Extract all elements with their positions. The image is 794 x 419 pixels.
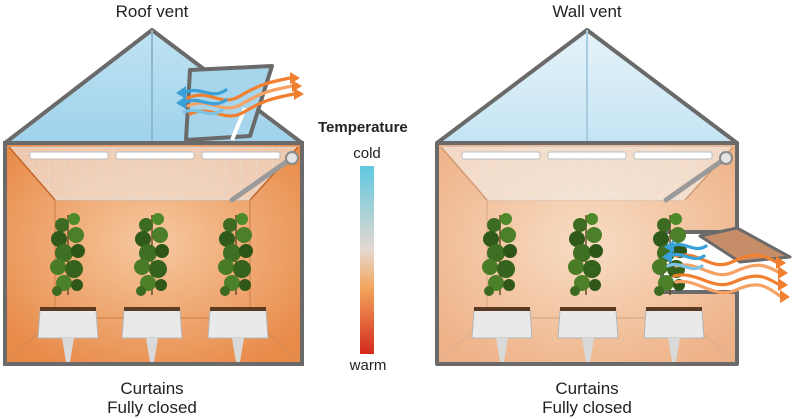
left-greenhouse — [3, 28, 304, 366]
left-roof-vent-flap — [184, 64, 274, 142]
left-panel-title: Roof vent — [115, 2, 189, 21]
temperature-scale-bar — [360, 166, 374, 354]
left-panel-caption: Curtains Fully closed — [42, 379, 262, 417]
temperature-cold-label: cold — [353, 145, 381, 162]
left-airflow-arrows — [176, 72, 304, 118]
right-panel-title: Wall vent — [552, 2, 622, 21]
left-caption-line2: Fully closed — [107, 398, 197, 417]
right-panel-caption: Curtains Fully closed — [477, 379, 697, 417]
left-caption-line1: Curtains — [120, 379, 184, 398]
right-caption-line1: Curtains — [555, 379, 619, 398]
right-airflow-arrows — [662, 240, 790, 303]
temperature-warm-label: warm — [349, 357, 387, 374]
right-caption-line2: Fully closed — [542, 398, 632, 417]
right-wall-vent-flap — [698, 226, 792, 264]
temperature-legend-title: Temperature — [318, 119, 408, 136]
right-greenhouse — [435, 28, 792, 366]
